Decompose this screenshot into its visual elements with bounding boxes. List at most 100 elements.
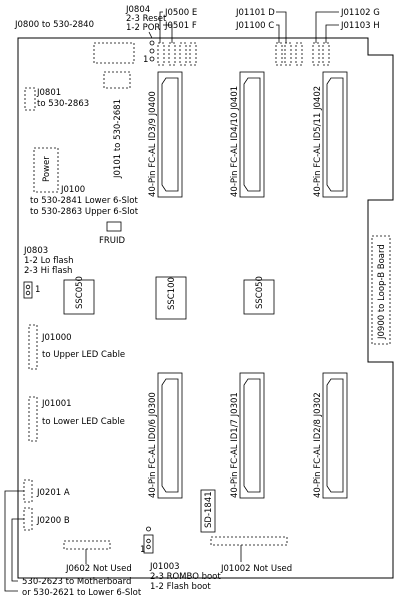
leader-j01100 [276, 24, 280, 43]
label-lower-6-slot: or 530-2621 to Lower 6-Slot [22, 588, 142, 598]
label-fruid: FRUID [99, 236, 126, 246]
label-ssc100: SSC100 [167, 277, 177, 310]
label-j0100-upper: to 530-2863 Upper 6-Slot [30, 207, 139, 217]
label-connector-j0302: 40-Pin FC-AL ID2/8 J0302 [313, 392, 323, 498]
label-ssc050-left: SSC050 [75, 276, 85, 309]
j01000-header [28, 324, 38, 370]
label-j01003-flash: 1-2 Flash boot [150, 582, 211, 592]
label-j01001-to: to Lower LED Cable [42, 417, 125, 427]
j0804-pin [149, 40, 155, 46]
label-pin1-j0803: 1 [35, 285, 40, 295]
j0500-header [157, 42, 165, 66]
label-j0501: J0501 F [164, 21, 197, 31]
label-j0100-lower: to 530-2841 Lower 6-Slot [30, 196, 138, 206]
connector-slot [161, 378, 179, 493]
leader-j0200 [11, 518, 24, 582]
label-connector-j0401: 40-Pin FC-AL ID4/10 J0401 [230, 86, 240, 197]
j0804-pin [149, 48, 155, 54]
label-j0804: J0804 [125, 5, 150, 15]
label-j0801: J0801 [36, 88, 61, 98]
label-connector-j0400: 40-Pin FC-AL ID3/9 J0400 [148, 91, 158, 197]
j0602-header [63, 540, 111, 550]
label-j0100: J0100 [60, 185, 85, 195]
label-connector-j0301: 40-Pin FC-AL ID1/7 J0301 [230, 392, 240, 498]
j01002-header [210, 536, 288, 546]
leader-j0201 [4, 490, 24, 592]
label-connector-j0402: 40-Pin FC-AL ID5/11 J0402 [313, 86, 323, 197]
connector-slot [161, 77, 179, 192]
label-j01101: J01101 D [235, 8, 275, 18]
label-ssc050-right: SSC050 [255, 276, 265, 309]
j0803-header [23, 281, 33, 299]
label-j01100: J01100 C [235, 21, 274, 31]
ssc100-chip [155, 276, 187, 320]
label-j0602: J0602 Not Used [65, 564, 132, 574]
j01103-header [322, 42, 330, 66]
jumper-header [189, 42, 197, 66]
j01100-header [275, 42, 283, 66]
connector-slot [326, 378, 344, 493]
label-j0200: J0200 B [36, 516, 70, 526]
jumper-header [179, 42, 187, 66]
ssc050-left-chip [63, 279, 95, 315]
label-j0801-to: to 530-2863 [37, 99, 89, 109]
board-outline [17, 37, 394, 579]
label-j0800: J0800 to 530-2840 [14, 20, 94, 30]
connector-j0400: 40-Pin FC-AL ID3/9 J0400 [148, 71, 183, 198]
leader-j01103 [325, 24, 339, 43]
label-j0804-por: 1-2 POR [126, 23, 160, 33]
label-j01001: J01001 [41, 399, 72, 409]
label-connector-j0300: 40-Pin FC-AL ID0/6 J0300 [148, 392, 158, 498]
leader-j0500 [159, 11, 163, 43]
label-j0804-reset: 2-3 Reset [126, 14, 167, 24]
j01003-pin1-marker [146, 526, 151, 532]
label-j0201: J0201 A [36, 488, 70, 498]
label-pin1-j01003: 1 [140, 545, 145, 555]
label-pin1-top: 1 [143, 55, 148, 65]
connector-slot [326, 77, 344, 192]
label-j01002: J01002 Not Used [220, 564, 292, 574]
leader-j01102 [315, 11, 339, 43]
connector-j0302: 40-Pin FC-AL ID2/8 J0302 [313, 372, 348, 499]
label-j01003-rombo: 2-3 ROMBO boot [150, 572, 221, 582]
label-j01103: J01103 H [340, 21, 380, 31]
j01001-header [28, 396, 38, 442]
connector-j0300: 40-Pin FC-AL ID0/6 J0300 [148, 372, 183, 499]
j0800-header [93, 42, 135, 64]
sd1841-chip [200, 489, 216, 533]
fruid-chip [106, 221, 122, 232]
connector-slot [243, 378, 261, 493]
label-j0900: J0900 to Loop-B Board [377, 244, 387, 340]
j0803-pin [25, 290, 31, 296]
label-j0803: J0803 [23, 246, 48, 256]
label-j0803-lo: 1-2 Lo flash [24, 256, 73, 266]
jumper-header [295, 42, 303, 66]
connector-j0301: 40-Pin FC-AL ID1/7 J0301 [230, 372, 265, 499]
leader-j01101 [276, 11, 287, 43]
fc-al-connectors: 40-Pin FC-AL ID3/9 J0400 40-Pin FC-AL ID4… [148, 71, 348, 499]
label-j01003: J01003 [149, 562, 180, 572]
label-j0101: J0101 to 530-2681 [113, 99, 123, 179]
label-j0803-hi: 2-3 Hi flash [24, 266, 72, 276]
j0804-pin [149, 56, 155, 62]
connector-slot [243, 77, 261, 192]
label-j01102: J01102 G [340, 8, 380, 18]
ssc050-right-chip [243, 279, 275, 315]
j0501-header [168, 42, 176, 66]
power-connector [33, 147, 59, 193]
j01003-pin [146, 544, 151, 550]
j01101-header [284, 42, 292, 66]
j0101-header [103, 71, 131, 89]
leader-j0501 [163, 24, 173, 43]
j01003-header [143, 534, 154, 554]
j0803-pin [25, 284, 31, 290]
j0801-header [24, 87, 36, 111]
connector-j0401: 40-Pin FC-AL ID4/10 J0401 [230, 71, 265, 198]
leader-j0804 [148, 31, 153, 39]
label-sd1841: SD-1841 [204, 491, 214, 528]
j0900-connector [371, 235, 391, 345]
j01003-pin [146, 538, 151, 544]
j01102-header [312, 42, 320, 66]
label-j0500: J0500 E [164, 8, 197, 18]
